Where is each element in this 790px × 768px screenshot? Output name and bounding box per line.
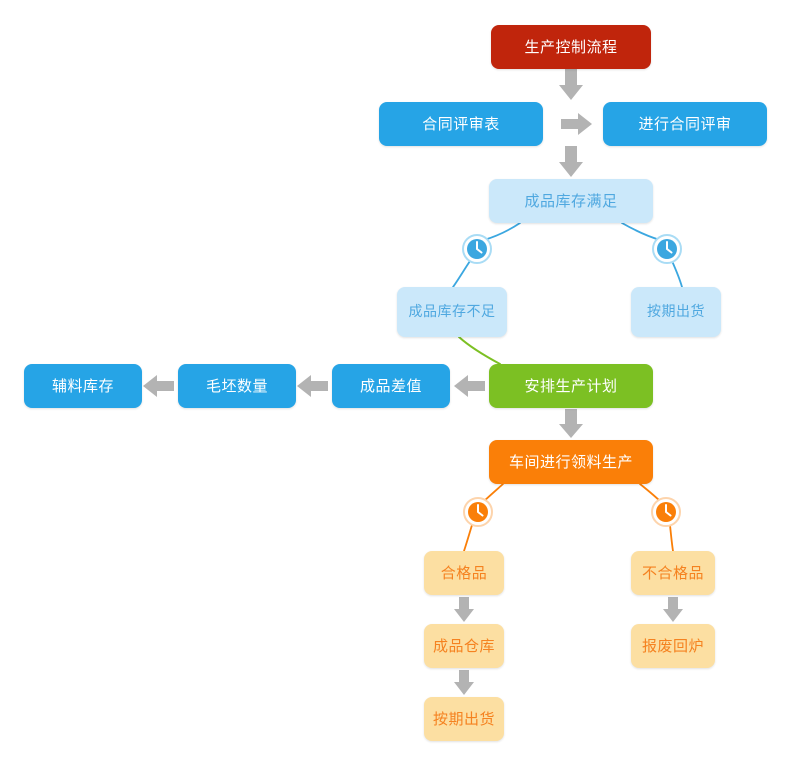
node-label: 毛坯数量 [205,377,268,395]
node-ship_final[interactable]: 按期出货 [424,697,504,741]
node-warehouse[interactable]: 成品仓库 [424,624,504,668]
node-label: 安排生产计划 [524,377,618,395]
node-label: 按期出货 [647,303,705,320]
node-label: 成品仓库 [432,637,495,655]
node-label: 进行合同评审 [638,115,732,133]
node-contract[interactable]: 合同评审表 [379,102,543,146]
node-stock_ok[interactable]: 成品库存满足 [489,179,653,223]
node-plan[interactable]: 安排生产计划 [489,364,653,408]
arrow-contract-review [561,113,592,135]
node-label: 辅料库存 [51,377,114,395]
link-stocklow-plan [458,336,501,365]
node-label: 成品库存满足 [524,192,618,210]
arrow-plan-diff [454,375,485,397]
arrow-blank-aux [143,375,174,397]
node-workshop[interactable]: 车间进行领料生产 [489,440,653,484]
node-blank_qty[interactable]: 毛坯数量 [178,364,296,408]
node-root[interactable]: 生产控制流程 [491,25,651,69]
clock-icon[interactable] [463,497,493,527]
node-label: 合同评审表 [422,115,500,133]
arrow-fail-scrap [663,597,683,622]
arrow-root-contract [559,69,583,100]
node-fail[interactable]: 不合格品 [631,551,715,595]
link-declow-stocklow [452,260,471,288]
arrow-diff-blank [297,375,328,397]
node-label: 按期出货 [432,710,495,728]
node-label: 生产控制流程 [524,38,618,56]
node-aux_stock[interactable]: 辅料库存 [24,364,142,408]
node-label: 报废回炉 [641,637,704,655]
node-label: 成品差值 [359,377,422,395]
node-label: 不合格品 [641,564,704,582]
arrow-warehouse-ship [454,670,474,695]
link-decfail-fail [669,524,674,552]
link-decok-ship [671,260,683,288]
node-review[interactable]: 进行合同评审 [603,102,767,146]
node-pass[interactable]: 合格品 [424,551,504,595]
node-diff[interactable]: 成品差值 [332,364,450,408]
node-label: 车间进行领料生产 [508,453,633,471]
node-label: 成品库存不足 [408,303,496,320]
clock-icon[interactable] [651,497,681,527]
node-scrap[interactable]: 报废回炉 [631,624,715,668]
arrow-pass-warehouse [454,597,474,622]
node-stock_low[interactable]: 成品库存不足 [397,287,507,337]
node-ship_ontime[interactable]: 按期出货 [631,287,721,337]
arrow-review-stockok [559,146,583,177]
arrow-plan-workshop [559,409,583,438]
clock-icon[interactable] [462,234,492,264]
clock-icon[interactable] [652,234,682,264]
link-decpass-pass [463,524,473,552]
node-label: 合格品 [440,564,488,582]
